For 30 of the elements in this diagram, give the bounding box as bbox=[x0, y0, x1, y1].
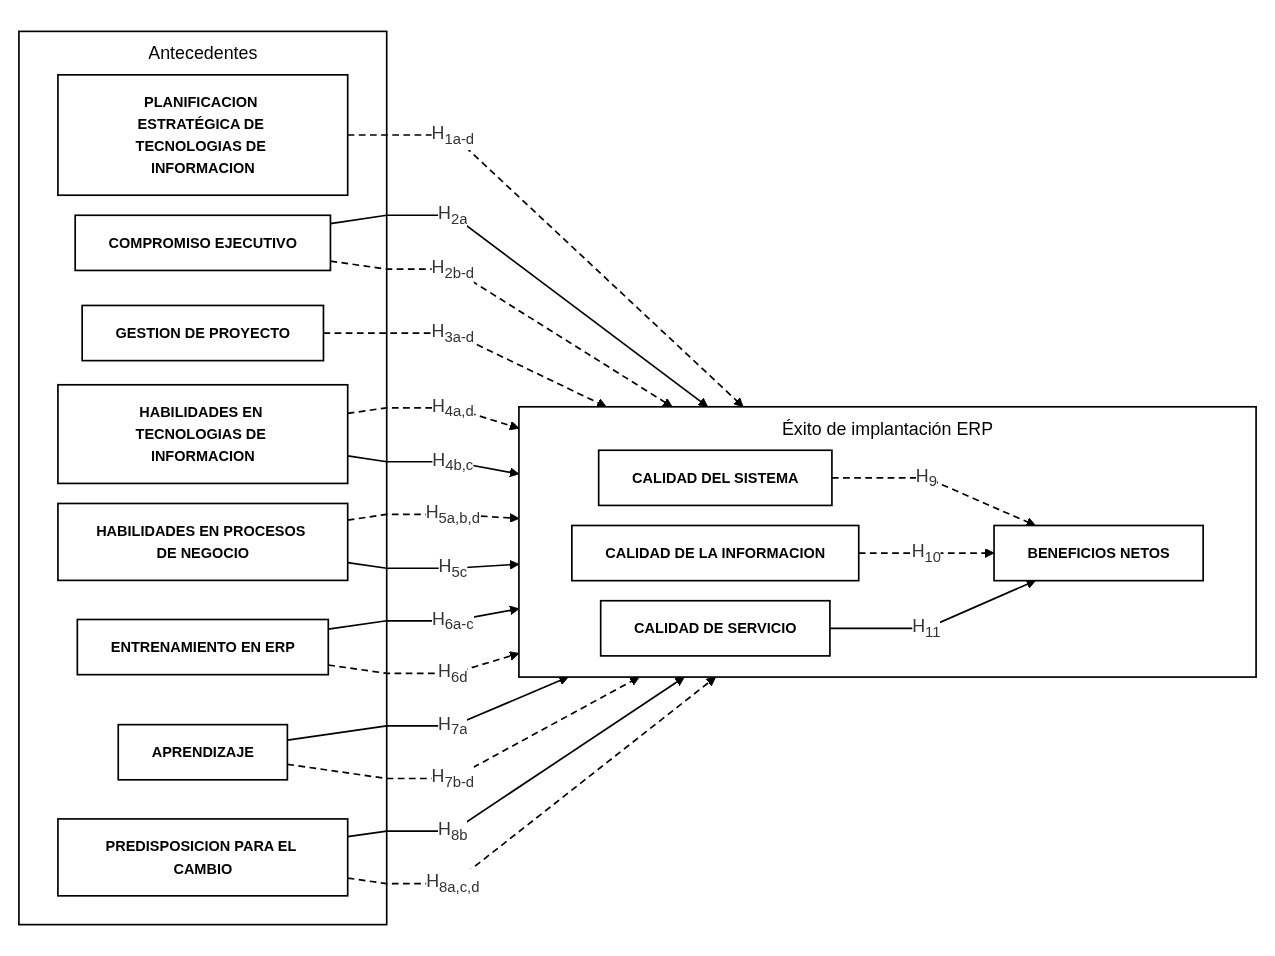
node-box: BENEFICIOS NETOS bbox=[993, 524, 1204, 582]
edge-label: H$_{4a,d}$ bbox=[431, 396, 474, 420]
node-box: PLANIFICACION ESTRATÉGICA DE TECNOLOGIAS DE INFORMACION bbox=[57, 74, 349, 197]
edge-label: H$_{1a-d}$ bbox=[431, 123, 475, 147]
edge-label: H$_{8a,c,d}$ bbox=[426, 871, 480, 896]
edge-label: H$_{3a-d}$ bbox=[431, 321, 475, 345]
node-box: COMPROMISO EJECUTIVO bbox=[74, 214, 332, 272]
node-box: CALIDAD DE LA INFORMACION bbox=[571, 524, 860, 582]
node-box: ENTRENAMIENTO EN ERP bbox=[76, 618, 330, 676]
edge-label: H$_{6a-c}$ bbox=[431, 609, 474, 633]
node-box: CALIDAD DE SERVICIO bbox=[599, 599, 831, 657]
edge-label: H$_{6d}$ bbox=[438, 661, 468, 686]
edge-label: H$_{10}$ bbox=[911, 541, 942, 565]
edge-label: H$_{2b-d}$ bbox=[431, 257, 475, 281]
node-box: HABILIDADES EN PROCESOS DE NEGOCIO bbox=[57, 502, 349, 582]
node-box: APRENDIZAJE bbox=[117, 723, 289, 781]
edge-label: H$_{11}$ bbox=[912, 616, 941, 641]
edge-label: H$_{5a,b,d}$ bbox=[425, 502, 480, 527]
node-box: HABILIDADES EN TECNOLOGIAS DE INFORMACION bbox=[57, 383, 349, 485]
edge-label: H$_{7a}$ bbox=[438, 714, 468, 738]
edge-label: H$_{9}$ bbox=[915, 466, 937, 490]
node-box: PREDISPOSICION PARA EL CAMBIO bbox=[57, 818, 349, 897]
edge-label: H$_{4b,c}$ bbox=[432, 449, 474, 474]
edge-label: H$_{5c}$ bbox=[438, 556, 468, 581]
node-box: GESTION DE PROYECTO bbox=[81, 304, 325, 362]
edge-label: H$_{8b}$ bbox=[438, 819, 468, 843]
node-box: CALIDAD DEL SISTEMA bbox=[597, 449, 833, 507]
edge-label: H$_{2a}$ bbox=[438, 203, 468, 228]
arrow bbox=[831, 477, 1036, 527]
edge-label: H$_{7b-d}$ bbox=[431, 766, 475, 791]
